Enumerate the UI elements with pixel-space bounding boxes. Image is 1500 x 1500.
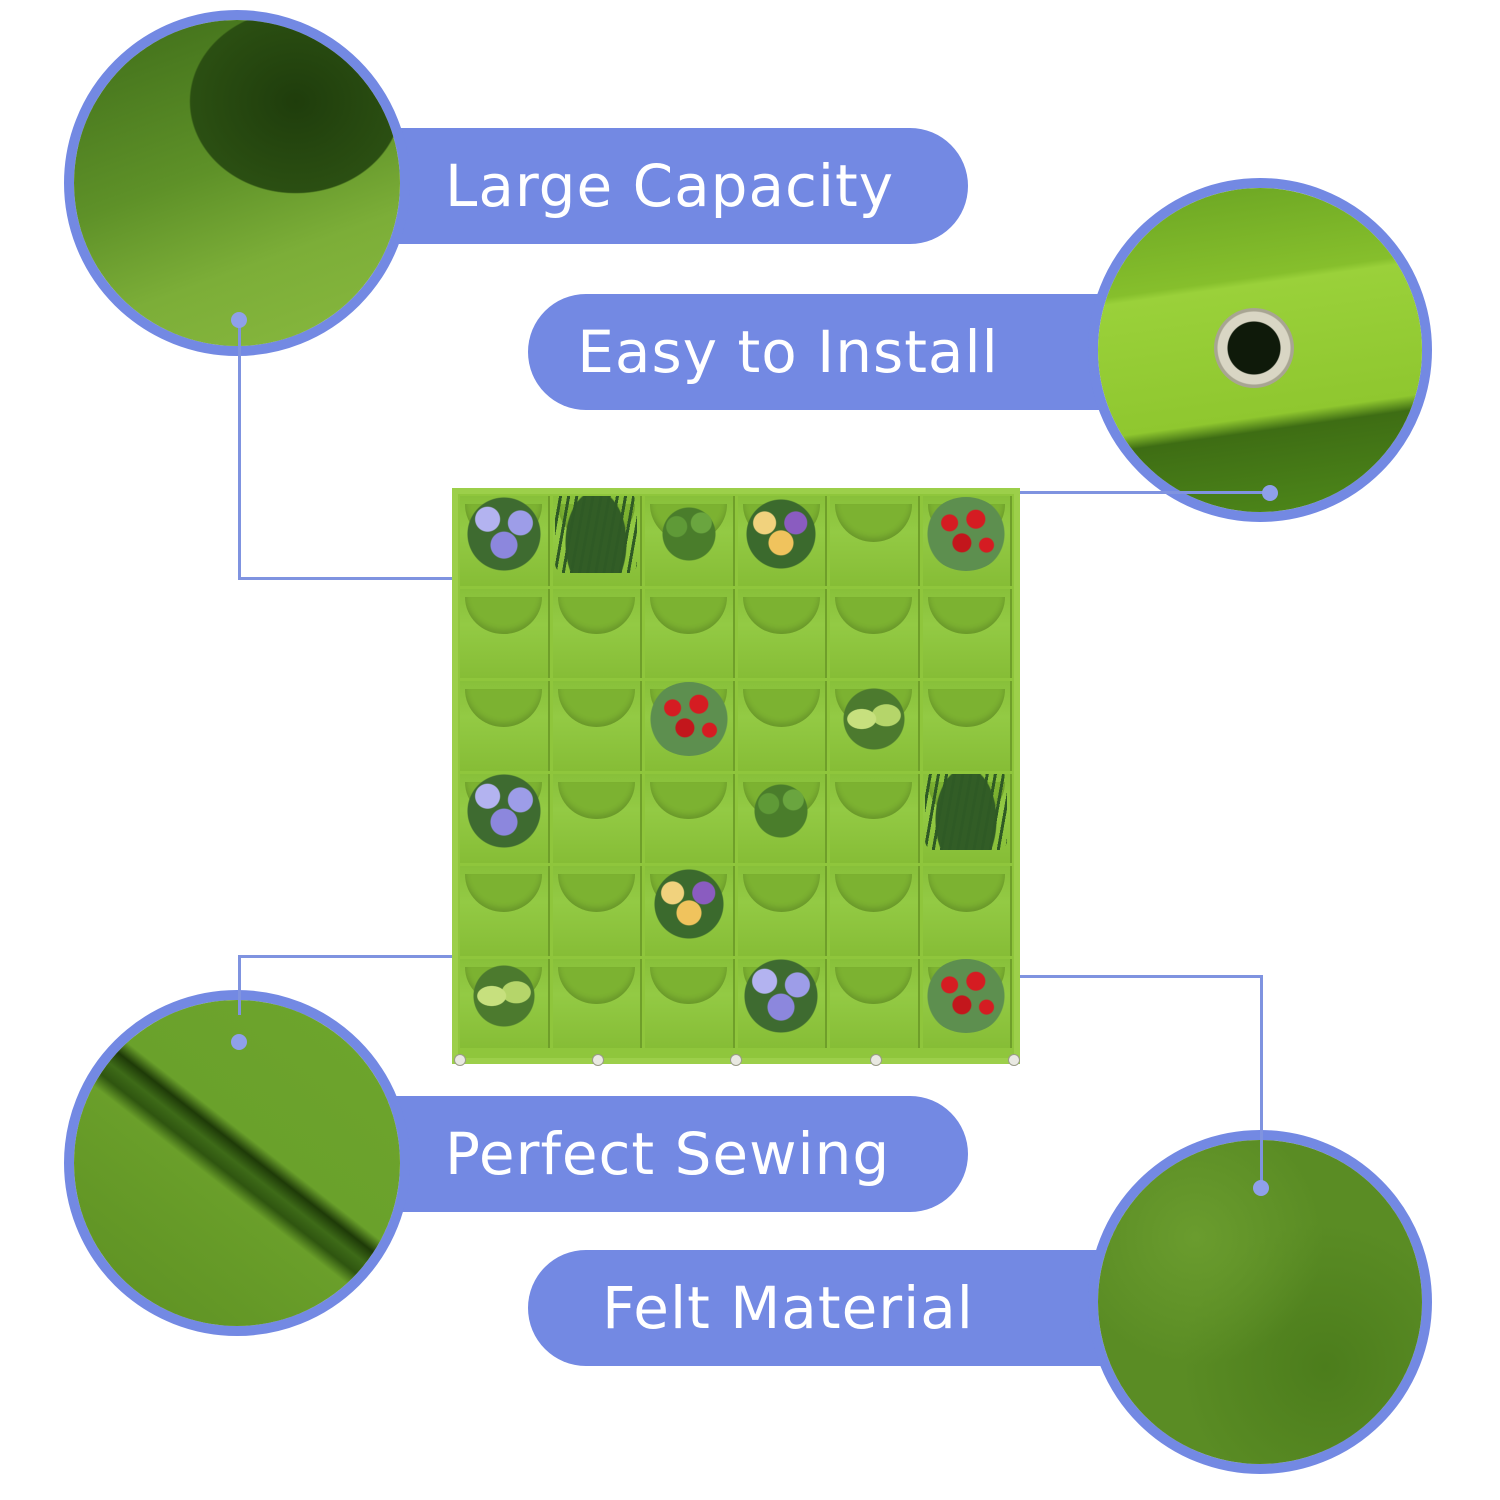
feature-label-easy-to-install: Easy to Install: [528, 294, 1128, 410]
felt-texture-image: [1098, 1140, 1422, 1464]
connector-large-capacity: [238, 320, 241, 580]
plant-berry: [925, 959, 1008, 1034]
planter-pocket: [830, 588, 920, 678]
planter-pocket: [737, 958, 827, 1048]
grommet-icon: [592, 1054, 604, 1066]
planter-pocket: [460, 773, 550, 863]
planter-pocket: [830, 496, 920, 586]
planter-pocket: [737, 588, 827, 678]
connector-dot: [1253, 1180, 1269, 1196]
planter-pocket: [737, 773, 827, 863]
plant-berry: [647, 681, 730, 756]
planter-product-image: [452, 488, 1020, 1066]
plant-berry: [925, 496, 1008, 571]
planter-pocket: [645, 866, 735, 956]
pocket-closeup-image: [74, 20, 400, 346]
feature-label-text: Perfect Sewing: [445, 1120, 891, 1188]
feature-label-perfect-sewing: Perfect Sewing: [300, 1096, 968, 1212]
planter-pocket: [460, 681, 550, 771]
seam-closeup-image: [74, 1000, 400, 1326]
planter-pocket: [552, 958, 642, 1048]
plant-leafy: [462, 959, 545, 1034]
connector-dot: [1262, 485, 1278, 501]
plant-pansy: [647, 866, 730, 941]
feature-label-felt-material: Felt Material: [528, 1250, 1128, 1366]
planter-pocket: [922, 866, 1012, 956]
planter-pocket: [552, 773, 642, 863]
planter-pocket: [552, 496, 642, 586]
planter-pocket: [460, 958, 550, 1048]
planter-pocket: [922, 588, 1012, 678]
planter-pocket: [645, 773, 735, 863]
planter-pocket: [922, 773, 1012, 863]
planter-pocket: [737, 681, 827, 771]
plant-leafy: [832, 681, 915, 756]
plant-grass: [925, 773, 1008, 851]
plant-violet: [462, 496, 545, 571]
planter-pocket: [922, 958, 1012, 1048]
connector-dot: [231, 1034, 247, 1050]
planter-pocket: [552, 681, 642, 771]
planter-pocket: [922, 681, 1012, 771]
connector-dot: [231, 312, 247, 328]
planter-pocket: [830, 866, 920, 956]
plant-violet: [462, 774, 545, 849]
plant-pansy: [740, 496, 823, 571]
connector-perfect-sewing: [238, 955, 241, 1015]
plant-violet: [740, 959, 823, 1034]
connector-felt-material: [1260, 975, 1263, 1185]
grommet-icon: [1008, 1054, 1020, 1066]
grommet-icon: [870, 1054, 882, 1066]
planter-pocket: [830, 958, 920, 1048]
planter-pocket: [552, 866, 642, 956]
feature-label-text: Felt Material: [602, 1274, 974, 1342]
grommet-icon: [730, 1054, 742, 1066]
plant-sprout: [740, 774, 823, 849]
connector-felt-material-h: [925, 975, 1263, 978]
plant-grass: [555, 496, 638, 573]
connector-perfect-sewing-h: [238, 955, 478, 958]
connector-large-capacity-h: [238, 577, 513, 580]
planter-pocket: [645, 681, 735, 771]
planter-pocket: [830, 681, 920, 771]
planter-pocket: [552, 588, 642, 678]
detail-circle-grommet: [1088, 178, 1432, 522]
feature-label-large-capacity: Large Capacity: [300, 128, 968, 244]
feature-label-text: Large Capacity: [445, 152, 895, 220]
pocket-grid: [460, 496, 1012, 1048]
planter-pocket: [460, 496, 550, 586]
detail-circle-felt: [1088, 1130, 1432, 1474]
planter-pocket: [645, 496, 735, 586]
planter-pocket: [645, 958, 735, 1048]
grommet-icon: [1214, 308, 1294, 388]
planter-pocket: [460, 588, 550, 678]
planter-pocket: [460, 866, 550, 956]
planter-pocket: [737, 866, 827, 956]
grommet-icon: [454, 1054, 466, 1066]
detail-circle-pocket: [64, 10, 410, 356]
planter-pocket: [830, 773, 920, 863]
planter-pocket: [737, 496, 827, 586]
plant-sprout: [647, 496, 730, 571]
feature-label-text: Easy to Install: [577, 318, 999, 386]
planter-pocket: [922, 496, 1012, 586]
planter-pocket: [645, 588, 735, 678]
connector-easy-to-install: [1000, 491, 1270, 494]
